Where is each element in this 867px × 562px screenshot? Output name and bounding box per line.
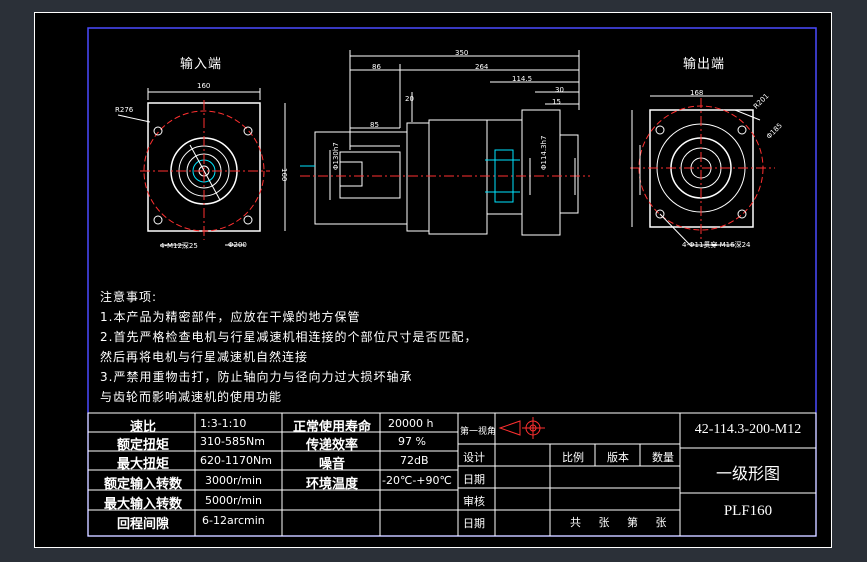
spec-value-max-speed: 5000r/min	[205, 494, 262, 507]
dim-input-holes: 4-M12深25	[160, 242, 198, 250]
label-date-2: 日期	[463, 517, 485, 530]
dim-86: 86	[372, 63, 381, 71]
spec-value-rated-torque: 310-585Nm	[200, 435, 265, 448]
output-end-title: 输出端	[683, 57, 726, 72]
drawing-title: 一级形图	[715, 464, 780, 483]
dim-overall-length: 350	[455, 49, 469, 57]
dim-input-width: 160	[197, 82, 211, 90]
spec-value-backlash: 6-12arcmin	[202, 514, 265, 527]
drawing-number: 42-114.3-200-M12	[694, 422, 802, 437]
label-review: 审核	[463, 495, 485, 508]
projection-label: 第一视角	[460, 427, 497, 437]
dim-264: 264	[475, 63, 489, 71]
spec-label-backlash: 回程间隙	[116, 517, 169, 532]
spec-label-rated-torque: 额定扭矩	[116, 438, 169, 453]
note-line-4: 3.严禁用重物击打，防止轴向力与径向力过大损坏轴承	[100, 370, 413, 384]
label-sheet: 共 张 第 张	[570, 516, 667, 529]
spec-label-efficiency: 传递效率	[305, 438, 358, 453]
spec-value-max-torque: 620-1170Nm	[200, 454, 272, 467]
dim-15: 15	[552, 98, 561, 106]
note-line-2: 2.首先严格检查电机与行星减速机相连接的个部位尺寸是否匹配，	[100, 330, 478, 344]
drawing-sheet	[34, 12, 832, 548]
projection-symbol-icon	[498, 417, 545, 439]
spec-value-ratio: 1:3-1:10	[200, 417, 247, 430]
spec-value-ambient-temp: -20℃-+90℃	[382, 474, 452, 487]
label-quantity: 数量	[652, 451, 674, 464]
input-end-title: 输入端	[180, 57, 223, 72]
spec-label-rated-speed: 额定输入转数	[103, 477, 182, 492]
spec-value-service-life: 20000 h	[388, 417, 434, 430]
dim-114-5: 114.5	[512, 75, 533, 83]
input-end-view	[117, 88, 286, 246]
spec-value-noise: 72dB	[400, 454, 429, 467]
dim-input-height: 160	[280, 168, 288, 182]
label-design: 设计	[463, 451, 485, 464]
dim-input-pcd: Φ200	[228, 241, 247, 249]
note-line-5: 与齿轮而影响减速机的使用功能	[100, 390, 283, 404]
notes-title: 注意事项:	[100, 290, 158, 304]
dim-phi130: Φ130h7	[332, 142, 340, 170]
note-line-3: 然后再将电机与行星减速机自然连接	[100, 350, 309, 364]
spec-label-service-life: 正常使用寿命	[292, 420, 371, 435]
spec-value-rated-speed: 3000r/min	[205, 474, 262, 487]
dim-output-holes: 4-Φ11贯穿 M16深24	[682, 241, 751, 249]
side-view	[300, 50, 590, 236]
spec-label-ratio: 速比	[129, 420, 156, 435]
dim-output-width: 168	[690, 89, 704, 97]
spec-label-ambient-temp: 环境温度	[305, 477, 358, 492]
label-version: 版本	[607, 451, 629, 464]
dim-20: 20	[405, 95, 414, 103]
label-date-1: 日期	[463, 473, 485, 486]
spec-label-max-torque: 最大扭矩	[116, 457, 169, 472]
note-line-1: 1.本产品为精密部件，应放在干燥的地方保管	[100, 310, 361, 324]
output-end-view	[630, 95, 775, 246]
spec-label-noise: 噪音	[318, 457, 345, 472]
dim-phi114: Φ114.3h7	[540, 135, 548, 170]
label-scale: 比例	[562, 451, 584, 464]
title-block-grid	[87, 412, 817, 537]
spec-value-efficiency: 97 %	[398, 435, 426, 448]
dim-85: 85	[370, 121, 379, 129]
dim-input-r276: R276	[115, 106, 134, 114]
model-number: PLF160	[723, 503, 773, 519]
spec-label-max-speed: 最大输入转数	[103, 497, 182, 512]
dim-30: 30	[555, 86, 564, 94]
